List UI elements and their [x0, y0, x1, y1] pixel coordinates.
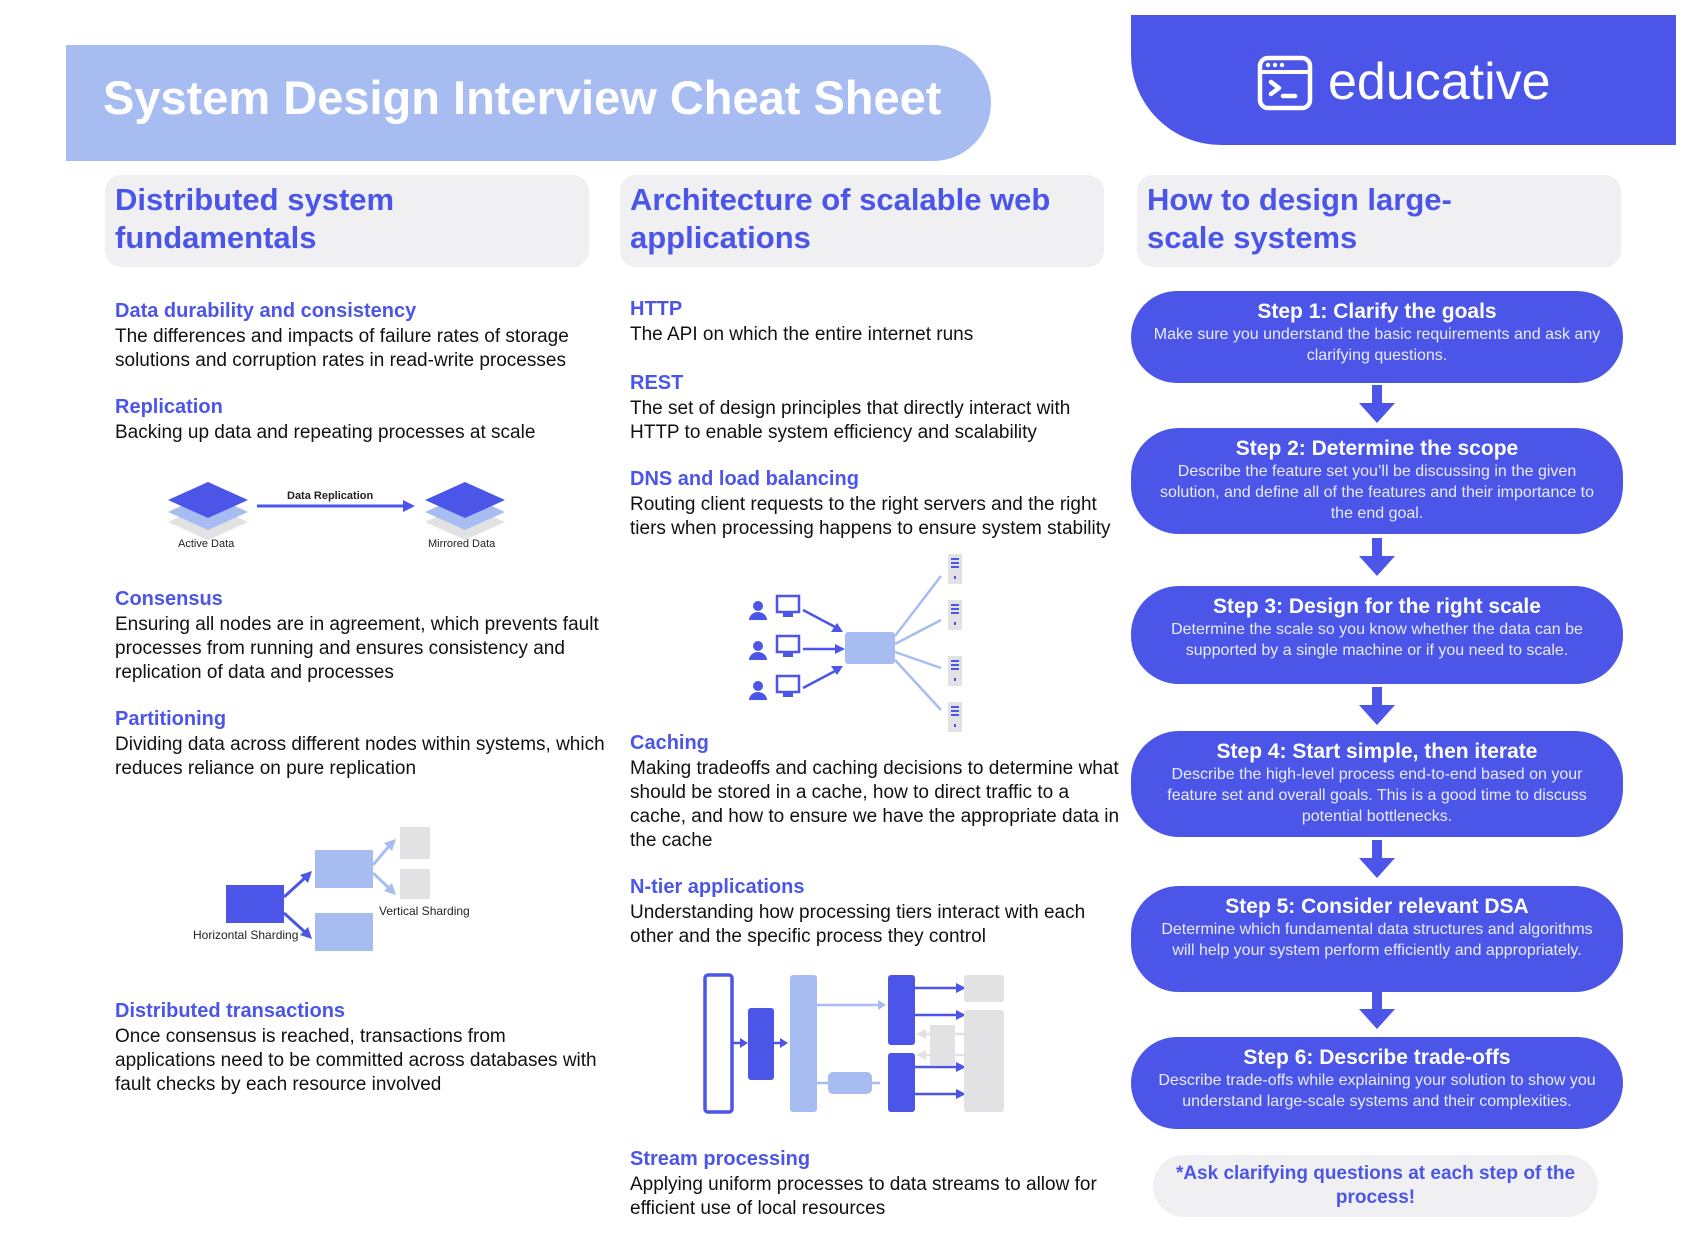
- step-desc: Describe the feature set you’ll be discu…: [1159, 463, 1595, 522]
- step-5: Step 5: Consider relevant DSA Determine …: [1131, 886, 1623, 992]
- step-title: Step 3: Design for the right scale: [1213, 595, 1541, 618]
- brand-name: educative: [1328, 53, 1551, 111]
- item-title: REST: [630, 372, 684, 394]
- user-client-icon: [749, 634, 801, 660]
- item-title: Stream processing: [630, 1148, 811, 1170]
- column-heading-architecture: Architecture of scalable web application…: [620, 175, 1104, 267]
- clarifying-note: *Ask clarifying questions at each step o…: [1153, 1155, 1598, 1217]
- step-desc: Describe the high-level process end-to-e…: [1167, 766, 1587, 825]
- logic-tier-block: [790, 975, 817, 1112]
- horizontal-sharding-label: Horizontal Sharding: [193, 928, 299, 942]
- column-heading-text: Architecture of scalable web application…: [630, 182, 1051, 255]
- mirrored-data-stack-icon: [425, 482, 505, 540]
- item-title: DNS and load balancing: [630, 468, 859, 490]
- cache-block: [930, 1025, 955, 1065]
- arrow-down-icon: [1359, 991, 1395, 1029]
- column-heading-text: How to design large-scale systems: [1147, 182, 1452, 255]
- brand-banner: [1131, 15, 1676, 145]
- item-title: Caching: [630, 732, 709, 754]
- n-tier-diagram: [703, 973, 1004, 1114]
- mirrored-data-label: Mirrored Data: [428, 538, 496, 550]
- item-body: Routing client requests to the right ser…: [630, 494, 1111, 539]
- shard-block: [315, 850, 373, 888]
- step-2: Step 2: Determine the scope Describe the…: [1131, 428, 1623, 534]
- item-title: N-tier applications: [630, 876, 805, 898]
- server-icon: [948, 600, 962, 630]
- item-title: HTTP: [630, 298, 683, 320]
- title-banner: [66, 45, 991, 161]
- page-title: System Design Interview Cheat Sheet: [103, 71, 942, 124]
- client-tier-block: [703, 973, 734, 1114]
- column-heading-design: How to design large-scale systems: [1137, 175, 1621, 267]
- arrow-down-icon: [1359, 538, 1395, 576]
- service-tier-block: [888, 1053, 915, 1112]
- step-title: Step 1: Clarify the goals: [1257, 300, 1497, 323]
- column-heading-text: Distributed system fundamentals: [115, 182, 395, 255]
- item-title: Consensus: [115, 588, 223, 610]
- item-body: Making tradeoffs and caching decisions t…: [630, 758, 1120, 851]
- user-client-icon: [749, 594, 801, 620]
- item-title: Data durability and consistency: [115, 300, 417, 322]
- sharding-diagram: [226, 827, 430, 951]
- service-tier-block: [888, 975, 915, 1045]
- item-body: Applying uniform processes to data strea…: [630, 1174, 1097, 1219]
- presentation-tier-block: [748, 1008, 774, 1080]
- item-body: Once consensus is reached, transactions …: [115, 1026, 597, 1095]
- active-data-stack-icon: [168, 482, 248, 540]
- step-1: Step 1: Clarify the goals Make sure you …: [1131, 291, 1623, 383]
- item-body: Understanding how processing tiers inter…: [630, 902, 1086, 947]
- load-balancer-block: [845, 632, 895, 664]
- active-data-label: Active Data: [178, 538, 235, 550]
- step-4: Step 4: Start simple, then iterate Descr…: [1131, 731, 1623, 837]
- arrow-down-icon: [1359, 687, 1395, 725]
- replication-diagram: [168, 482, 505, 540]
- item-title: Partitioning: [115, 708, 227, 730]
- item-body: The set of design principles that direct…: [630, 398, 1071, 443]
- shard-block: [315, 913, 373, 951]
- queue-block: [828, 1072, 872, 1094]
- item-title: Replication: [115, 396, 223, 418]
- server-icon: [948, 702, 962, 732]
- step-title: Step 2: Determine the scope: [1235, 437, 1519, 460]
- step-desc: Determine which fundamental data structu…: [1161, 921, 1593, 959]
- terminal-window-icon: [1257, 55, 1313, 111]
- source-block: [226, 885, 284, 923]
- server-icon: [948, 554, 962, 584]
- step-3: Step 3: Design for the right scale Deter…: [1131, 586, 1623, 684]
- database-block: [964, 1010, 1004, 1112]
- step-desc: Determine the scale so you know whether …: [1171, 621, 1583, 659]
- database-block: [964, 975, 1004, 1002]
- vertical-shard-block: [400, 869, 430, 899]
- arrow-down-icon: [1359, 385, 1395, 423]
- item-body: Backing up data and repeating processes …: [115, 422, 536, 443]
- item-body: Ensuring all nodes are in agreement, whi…: [115, 614, 599, 683]
- step-title: Step 4: Start simple, then iterate: [1216, 740, 1538, 763]
- step-desc: Describe trade-offs while explaining you…: [1158, 1072, 1596, 1110]
- step-6: Step 6: Describe trade-offs Describe tra…: [1131, 1037, 1623, 1129]
- item-title: Distributed transactions: [115, 1000, 346, 1022]
- arrow-down-icon: [1359, 840, 1395, 878]
- step-title: Step 5: Consider relevant DSA: [1225, 895, 1529, 918]
- step-title: Step 6: Describe trade-offs: [1243, 1046, 1511, 1069]
- load-balancing-diagram: [749, 554, 962, 732]
- replication-arrow-label: Data Replication: [287, 490, 374, 502]
- item-body: The API on which the entire internet run…: [630, 324, 974, 345]
- note-text: *Ask clarifying questions at each step o…: [1175, 1163, 1576, 1208]
- column-heading-fundamentals: Distributed system fundamentals: [105, 175, 589, 267]
- step-desc: Make sure you understand the basic requi…: [1153, 326, 1601, 364]
- vertical-shard-block: [400, 827, 430, 859]
- server-icon: [948, 656, 962, 686]
- user-client-icon: [749, 674, 801, 700]
- item-body: The differences and impacts of failure r…: [115, 326, 569, 371]
- vertical-sharding-label: Vertical Sharding: [379, 904, 470, 918]
- item-body: Dividing data across different nodes wit…: [115, 734, 605, 779]
